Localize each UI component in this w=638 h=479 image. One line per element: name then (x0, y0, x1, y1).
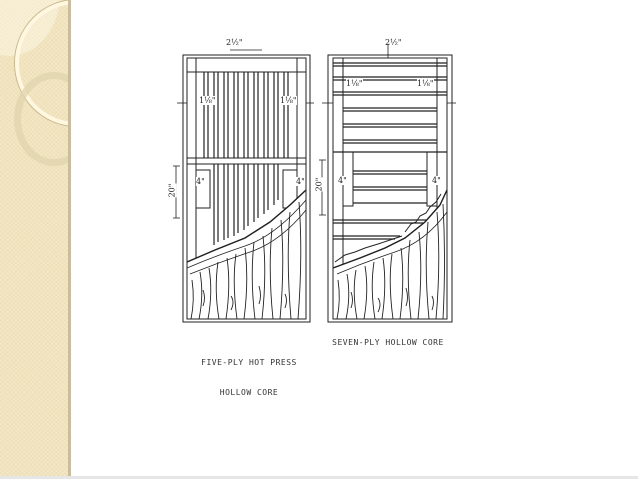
right-lock-block-right: 4" (432, 176, 441, 185)
right-lock-block-left: 4" (338, 176, 347, 185)
left-door-caption: FIVE-PLY HOT PRESS HOLLOW CORE (189, 338, 309, 408)
left-lock-block-left: 4" (196, 177, 205, 186)
decorative-ring-bottom (14, 72, 68, 166)
right-height-dimension: 20" (314, 177, 324, 192)
right-rail-dimension-right: 1⅛" (417, 79, 434, 88)
left-lock-block-right: 4" (296, 177, 305, 186)
left-door-vertical-slats (203, 72, 289, 245)
left-caption-line2: HOLLOW CORE (219, 388, 279, 397)
left-door-veneer (186, 188, 307, 320)
left-top-dimension: 2½" (226, 38, 243, 47)
right-rail-dimension-left: 1⅛" (346, 79, 363, 88)
right-door-caption: SEVEN-PLY HOLLOW CORE (332, 338, 444, 347)
right-door-horizontal-rails (333, 62, 447, 240)
left-caption-line1: FIVE-PLY HOT PRESS (201, 358, 297, 367)
left-height-dimension: 20" (167, 183, 177, 198)
left-rail-dimension-left: 1⅛" (199, 96, 216, 105)
slide-bottom-edge (0, 476, 638, 479)
right-top-dimension: 2½" (385, 38, 402, 47)
door-construction-diagram (173, 44, 456, 323)
decorative-sidebar (0, 0, 71, 479)
left-rail-dimension-right: 1⅛" (280, 96, 297, 105)
right-door-veneer (332, 189, 448, 320)
